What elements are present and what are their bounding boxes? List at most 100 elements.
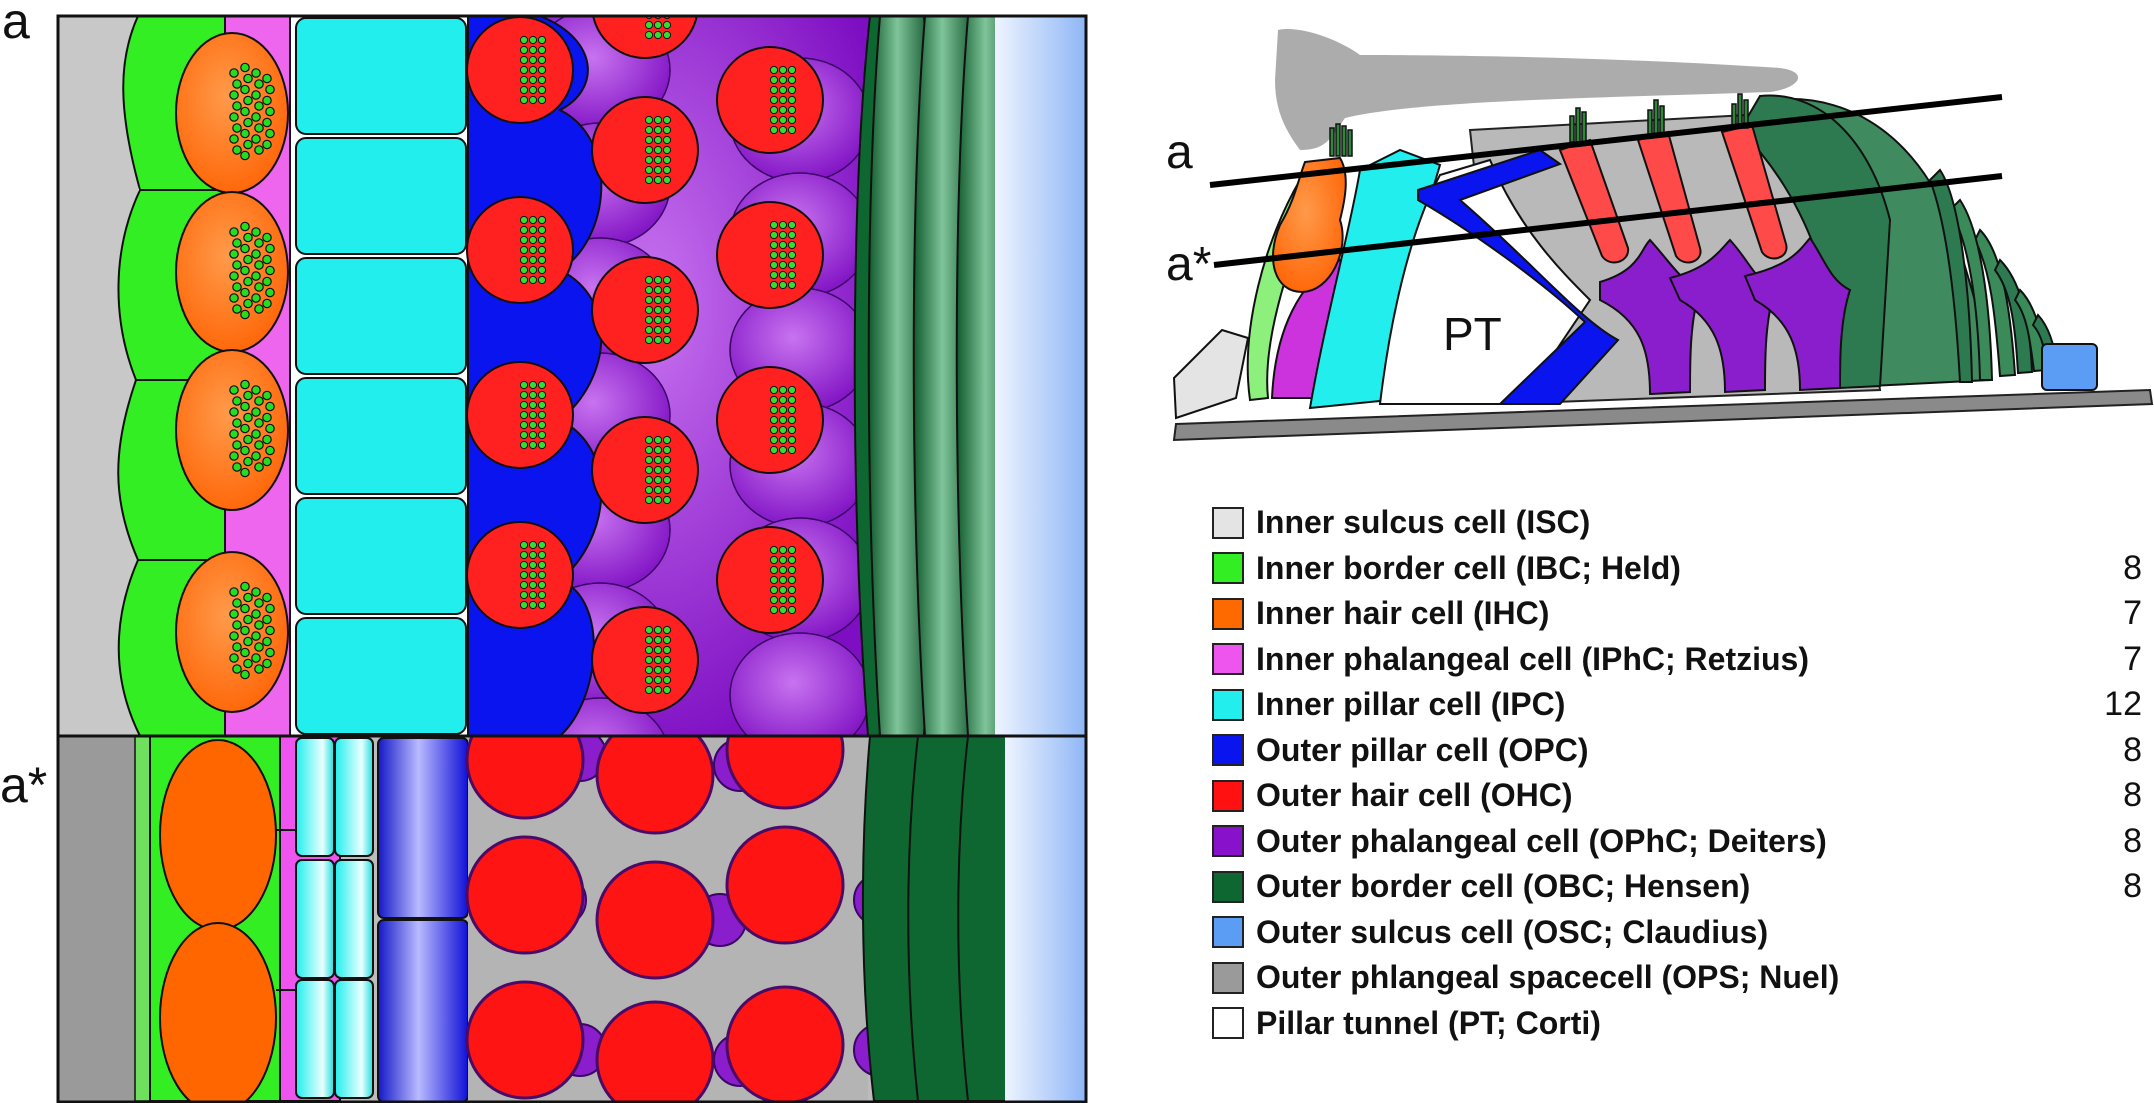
stereocilia-dot xyxy=(262,456,272,467)
stereocilia-dot xyxy=(240,309,250,320)
stereocilia-dot xyxy=(769,280,779,290)
stereocilia-dot xyxy=(644,315,654,325)
stereocilia-dot xyxy=(240,445,250,456)
stereocilia-dot xyxy=(537,265,547,275)
stereocilia-dot xyxy=(232,101,242,111)
stereocilia-dot xyxy=(528,75,538,85)
stereocilia-dot xyxy=(653,625,663,635)
stereocilia-dot xyxy=(232,462,242,472)
stereocilia-dot xyxy=(232,418,242,428)
stereocilia-dot xyxy=(787,565,797,575)
stereocilia-dot xyxy=(769,435,779,445)
stereocilia-dot xyxy=(519,390,529,400)
stereocilia-dot xyxy=(662,115,672,125)
legend-swatch xyxy=(1212,643,1244,676)
legend-row: Outer pillar cell (OPC)8 xyxy=(1212,728,2142,774)
stereocilia-dot xyxy=(251,385,261,395)
stereocilia-dot xyxy=(662,335,672,345)
stereocilia-dot xyxy=(240,287,250,298)
stereocilia-dot xyxy=(528,400,538,410)
stereocilia-dot xyxy=(653,475,663,485)
stereocilia-dot xyxy=(519,65,529,75)
stereocilia-dot xyxy=(769,385,779,395)
stereocilia-dot xyxy=(265,625,275,636)
stereocilia-dot xyxy=(662,485,672,495)
stereocilia-dot xyxy=(528,540,538,550)
stereocilia-dot xyxy=(778,280,788,290)
stereocilia-dot xyxy=(653,30,663,40)
stereocilia-dot xyxy=(537,570,547,580)
inner-pillar-cell xyxy=(295,377,467,495)
stereocilia-dot xyxy=(653,295,663,305)
inner-pillar-cell xyxy=(295,257,467,375)
stereocilia-dot xyxy=(240,669,250,680)
stereocilia-dot xyxy=(787,250,797,260)
stereocilia-dot xyxy=(769,565,779,575)
stereocilia-dot xyxy=(232,145,242,155)
stereocilia-dot xyxy=(243,95,253,106)
stereocilia-dot xyxy=(644,115,654,125)
stereocilia-dot xyxy=(769,260,779,270)
inner-pillar-bar xyxy=(295,979,335,1099)
stereocilia-dot xyxy=(262,73,272,84)
stereocilia-dot xyxy=(519,235,529,245)
stereocilia-dot xyxy=(519,550,529,560)
stereocilia-dot xyxy=(778,415,788,425)
stereocilia-dot xyxy=(662,145,672,155)
stereocilia-dot xyxy=(778,565,788,575)
stereocilia-dot xyxy=(778,555,788,565)
stereocilia-dot xyxy=(644,175,654,185)
stereocilia-dot xyxy=(653,465,663,475)
stereocilia-dot xyxy=(778,545,788,555)
stereocilia-dot xyxy=(229,429,239,439)
stereocilia-dot xyxy=(769,65,779,75)
stereocilia-dot xyxy=(229,407,239,417)
stereocilia-dot xyxy=(787,260,797,270)
stereocilia-dot xyxy=(644,625,654,635)
stereocilia-dot xyxy=(243,73,253,84)
stereocilia-dot xyxy=(778,230,788,240)
stereocilia-dot xyxy=(787,230,797,240)
stereocilia-dot xyxy=(254,396,264,406)
outer-hair-cells-bottom xyxy=(465,736,907,1101)
schematic-label-a: a xyxy=(1166,126,1193,179)
stereocilia-dot xyxy=(528,95,538,105)
stereocilia-dot xyxy=(778,405,788,415)
stereocilia-dot xyxy=(528,380,538,390)
stereocilia-dot xyxy=(653,335,663,345)
legend-count: 8 xyxy=(2123,730,2142,769)
stereocilia-dot xyxy=(653,145,663,155)
legend-swatch xyxy=(1212,825,1244,858)
legend-row: Outer phlangeal spacecell (OPS; Nuel) xyxy=(1212,955,2142,1001)
stereocilia-dot xyxy=(787,435,797,445)
legend-row: Inner hair cell (IHC)7 xyxy=(1212,591,2142,637)
stereocilia-dot xyxy=(240,221,250,232)
stereocilia-dot xyxy=(528,45,538,55)
stereocilia-dot xyxy=(662,305,672,315)
stereocilia-dot xyxy=(787,595,797,605)
panel-label-a: a xyxy=(2,0,30,49)
stereocilia-dot xyxy=(254,123,264,133)
stereocilia-dot xyxy=(662,285,672,295)
stereocilia-dot xyxy=(787,270,797,280)
stereocilia-dot xyxy=(254,440,264,450)
stereocilia-dot xyxy=(787,95,797,105)
stereocilia-dot xyxy=(519,410,529,420)
stereocilia-dot xyxy=(787,115,797,125)
stereocilia-dot xyxy=(537,380,547,390)
stereocilia-dot xyxy=(262,117,272,128)
stereocilia-dot xyxy=(662,125,672,135)
legend-swatch xyxy=(1212,552,1244,585)
stereocilia-dot xyxy=(537,215,547,225)
stereocilia-dot xyxy=(778,605,788,615)
stereocilia-dot xyxy=(644,20,654,30)
stereocilia-dot xyxy=(653,115,663,125)
stereocilia-dot xyxy=(528,430,538,440)
stereocilia-dot xyxy=(653,495,663,505)
stereocilia-dot xyxy=(519,95,529,105)
stereocilia-dot xyxy=(653,445,663,455)
stereocilia-dot xyxy=(662,275,672,285)
stereocilia-dot xyxy=(653,20,663,30)
stereocilia-dot xyxy=(243,434,253,445)
stereocilia-dot xyxy=(769,575,779,585)
